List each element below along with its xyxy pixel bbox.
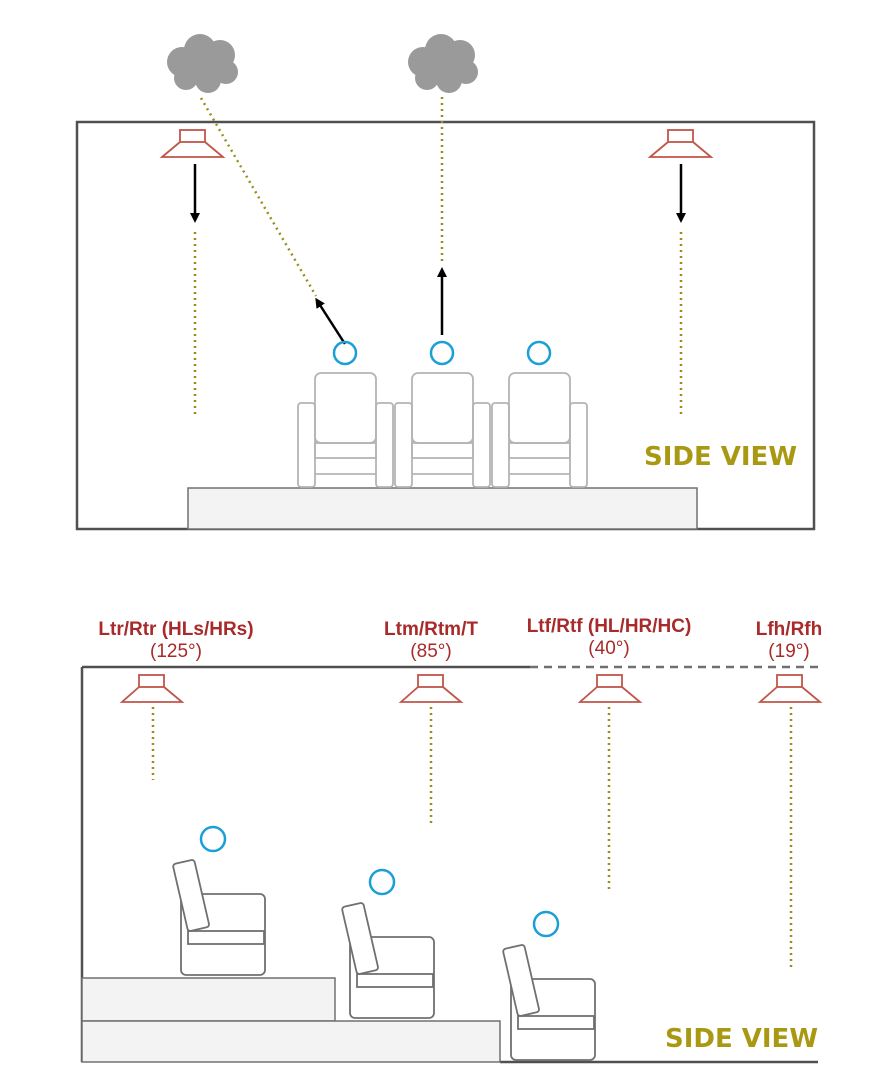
speaker-name: Ltm/Rtm/T xyxy=(384,619,478,640)
speaker-label-ltf: Ltf/Rtf (HL/HR/HC) (40°) xyxy=(527,616,692,659)
riser-platform xyxy=(81,977,336,1022)
theater-seat-icon xyxy=(172,859,266,976)
theater-seat-icon xyxy=(502,944,596,1061)
speaker-angle: (125°) xyxy=(150,641,202,662)
speaker-icon xyxy=(159,129,226,158)
speaker-angle: (40°) xyxy=(588,638,629,659)
speaker-icon xyxy=(577,674,643,703)
speaker-icon xyxy=(398,674,464,703)
speaker-icon xyxy=(119,674,185,703)
cloud-icon xyxy=(167,34,238,93)
speaker-angle: (19°) xyxy=(768,641,809,662)
listener-head-icon xyxy=(332,340,552,366)
side-view-label: SIDE VIEW xyxy=(644,442,797,472)
cloud-icon xyxy=(408,34,478,93)
riser-platform xyxy=(187,487,698,530)
sound-path-traces xyxy=(193,97,683,414)
theater-seat-icon xyxy=(491,372,588,488)
theater-seat-icon xyxy=(394,372,491,488)
speaker-name: Ltf/Rtf (HL/HR/HC) xyxy=(527,616,692,637)
theater-seat-icon xyxy=(341,902,435,1019)
speaker-label-ltr: Ltr/Rtr (HLs/HRs) (125°) xyxy=(98,619,253,662)
speaker-name: Ltr/Rtr (HLs/HRs) xyxy=(98,619,253,640)
speaker-icon xyxy=(757,674,823,703)
arrow-icon xyxy=(190,164,686,345)
theater-seat-icon xyxy=(297,372,394,488)
side-view-label: SIDE VIEW xyxy=(665,1024,818,1054)
speaker-label-lfh: Lfh/Rfh (19°) xyxy=(756,619,822,662)
bottom-side-view-diagram: Ltr/Rtr (HLs/HRs) (125°) Ltm/Rtm/T (85°)… xyxy=(80,616,823,1064)
listener-head-icon xyxy=(199,825,560,938)
riser-platform xyxy=(81,1020,501,1063)
speaker-angle: (85°) xyxy=(410,641,451,662)
speaker-icon xyxy=(647,129,714,158)
top-side-view-diagram: SIDE VIEW xyxy=(75,34,816,531)
speaker-label-ltm: Ltm/Rtm/T (85°) xyxy=(384,619,478,662)
sound-path-traces xyxy=(151,707,793,968)
speaker-name: Lfh/Rfh xyxy=(756,619,822,640)
